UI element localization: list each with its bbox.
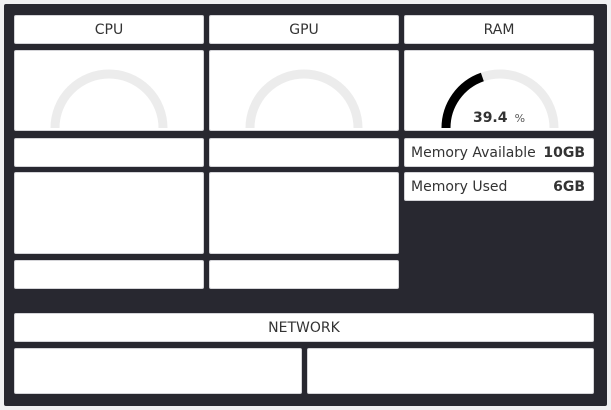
network-panel-right — [307, 348, 594, 394]
ram-title: RAM — [483, 21, 515, 38]
ram-gauge — [441, 69, 559, 129]
ram-usage-value: 39.4 — [472, 110, 508, 126]
memory-used-row: Memory Used 6GB — [404, 172, 594, 201]
cpu-gauge-track — [50, 69, 168, 129]
memory-available-row: Memory Available 10GB — [404, 138, 594, 167]
ram-gauge-fill — [441, 72, 484, 129]
gpu-title: GPU — [289, 21, 319, 38]
memory-used-label: Memory Used — [411, 178, 508, 195]
ram-usage-unit: % — [514, 112, 526, 125]
gpu-stat-panel — [209, 138, 399, 167]
cpu-header: CPU — [14, 15, 204, 44]
cpu-gauge — [50, 69, 168, 129]
gpu-chart-panel — [209, 172, 399, 254]
network-panel-left — [14, 348, 302, 394]
cpu-chart-panel — [14, 172, 204, 254]
memory-used-value: 6GB — [553, 178, 585, 195]
cpu-footer-panel — [14, 260, 204, 289]
cpu-gauge-panel — [14, 50, 204, 131]
network-header: NETWORK — [14, 313, 594, 342]
memory-available-label: Memory Available — [411, 144, 536, 161]
cpu-stat-panel — [14, 138, 204, 167]
gpu-footer-panel — [209, 260, 399, 289]
ram-gauge-panel: 39.4 % — [404, 50, 594, 131]
memory-available-value: 10GB — [543, 144, 585, 161]
network-title: NETWORK — [268, 319, 340, 336]
gpu-gauge-panel — [209, 50, 399, 131]
ram-header: RAM — [404, 15, 594, 44]
gpu-header: GPU — [209, 15, 399, 44]
cpu-title: CPU — [94, 21, 124, 38]
ram-usage-readout: 39.4 % — [405, 107, 593, 126]
gpu-gauge — [245, 69, 363, 129]
gpu-gauge-track — [245, 69, 363, 129]
